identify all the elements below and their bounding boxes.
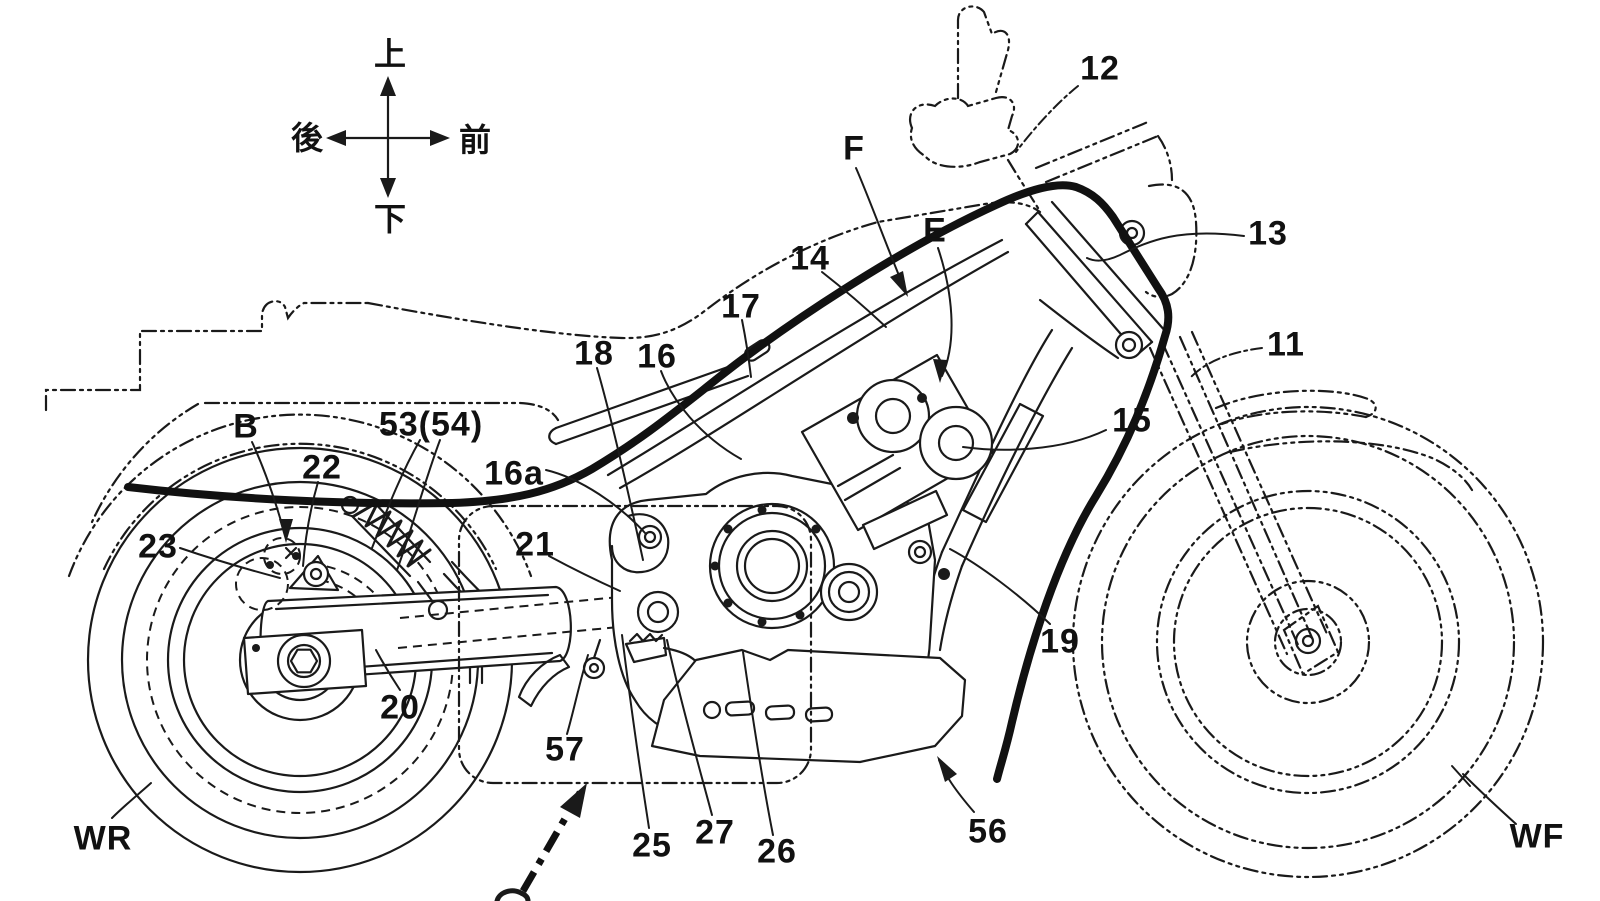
seat-tank-outline xyxy=(366,201,1042,340)
ref-label-B: B xyxy=(233,407,259,446)
ref-label-16: 16 xyxy=(637,337,677,376)
ref-label-56: 56 xyxy=(968,812,1008,851)
ref-label-25: 25 xyxy=(632,826,672,865)
front-fork xyxy=(1148,330,1329,656)
ref-label-WF: WF xyxy=(1509,817,1565,856)
ref-label-17: 17 xyxy=(721,287,761,326)
rear-shock xyxy=(340,495,449,621)
ref-label-WR: WR xyxy=(73,819,133,858)
ref-label-16a: 16a xyxy=(484,454,544,493)
ref-label-15: 15 xyxy=(1112,401,1152,440)
frame-bold-outline xyxy=(124,181,1173,783)
swingarm xyxy=(235,537,572,696)
ref-label-20: 20 xyxy=(380,688,420,727)
ref-label-11: 11 xyxy=(1267,325,1305,364)
direction-compass xyxy=(326,76,450,198)
handlebar xyxy=(909,5,1174,210)
ref-label-19: 19 xyxy=(1040,622,1080,661)
front-fender xyxy=(1214,389,1474,492)
ref-label-23: 23 xyxy=(138,527,178,566)
ref-label-21: 21 xyxy=(515,525,555,564)
ref-label-57: 57 xyxy=(545,730,585,769)
ref-label-53-54: 53(54) xyxy=(378,405,484,444)
front-wheel xyxy=(1071,405,1545,879)
section-arrow xyxy=(494,783,587,901)
compass-up-label: 上 xyxy=(373,36,407,72)
ref-label-18: 18 xyxy=(574,334,614,373)
leader-lines xyxy=(111,85,1517,836)
compass-front-label: 前 xyxy=(458,122,492,158)
compass-down-label: 下 xyxy=(373,201,407,237)
skid-plate xyxy=(650,648,967,764)
detail-box-b xyxy=(457,504,813,785)
ref-label-14: 14 xyxy=(790,239,830,278)
ref-label-22: 22 xyxy=(302,448,342,487)
arrowheads xyxy=(279,271,957,782)
ref-label-12: 12 xyxy=(1080,49,1120,88)
drive-chain xyxy=(397,594,641,649)
ref-label-13: 13 xyxy=(1248,214,1288,253)
ref-label-26: 26 xyxy=(757,832,797,871)
ref-label-F: F xyxy=(843,129,865,168)
compass-rear-label: 後 xyxy=(290,120,324,156)
ref-label-27: 27 xyxy=(695,813,735,852)
ref-label-E: E xyxy=(923,211,947,250)
